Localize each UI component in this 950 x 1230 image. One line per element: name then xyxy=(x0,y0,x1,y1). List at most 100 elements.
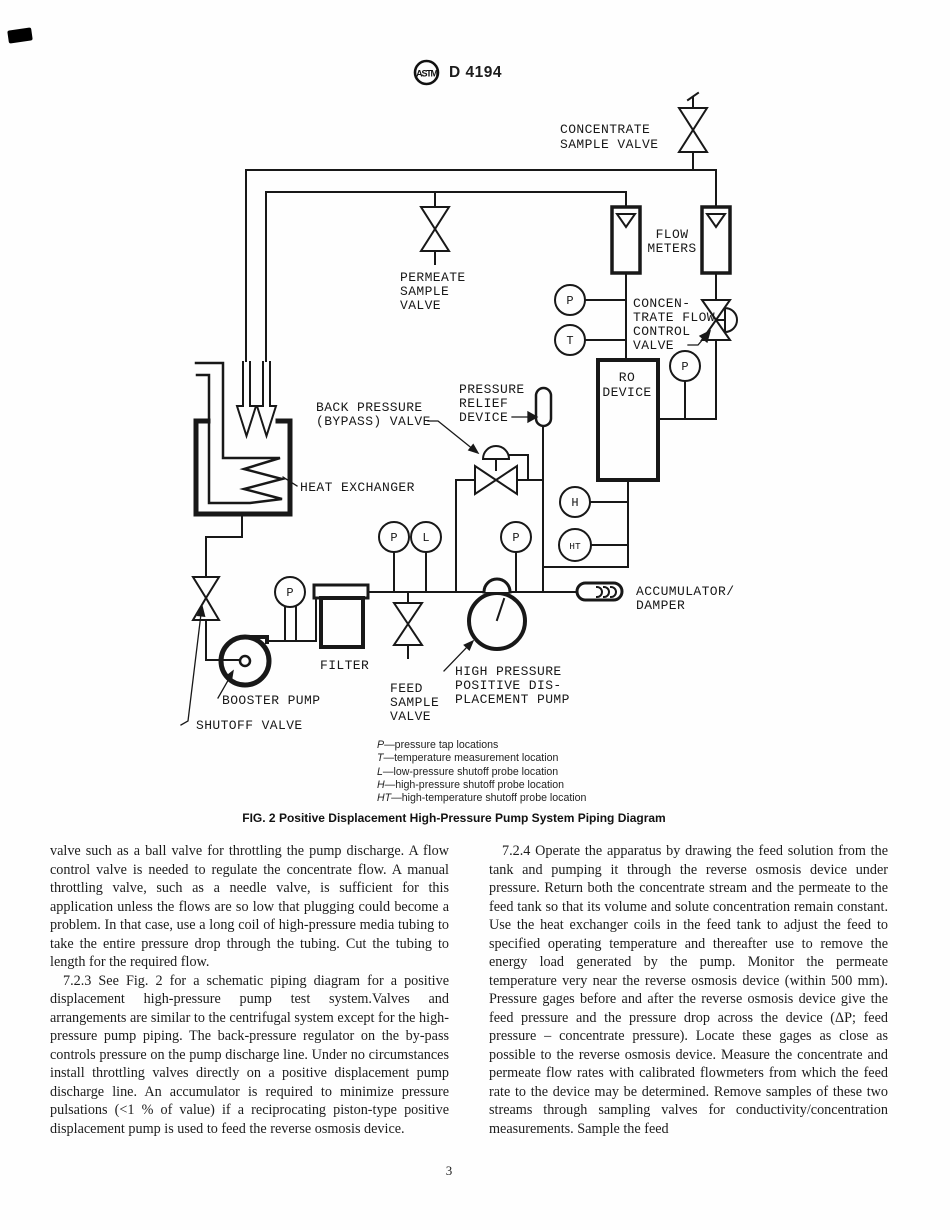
gauge-letter-l: L xyxy=(422,531,429,545)
back-pressure-valve-symbol xyxy=(455,445,544,593)
legend-symbol: HT xyxy=(377,792,392,805)
doc-number: D 4194 xyxy=(449,63,502,81)
legend-symbol: P xyxy=(377,739,385,751)
pressure-gauge xyxy=(378,521,410,553)
label-pressure-relief-device: RELIEF xyxy=(459,396,508,411)
pressure-gauge xyxy=(274,576,306,608)
feed-sample-valve-symbol xyxy=(392,591,424,659)
pressure-gauge xyxy=(669,350,701,382)
legend-symbol: L xyxy=(377,765,383,778)
label-ro-device: RO xyxy=(619,370,635,385)
paragraph-7-2-3: 7.2.3 See Fig. 2 for a schematic piping … xyxy=(50,972,449,1137)
label-back-pressure-valve: (BYPASS) VALVE xyxy=(316,414,431,429)
gauge-letter-p: P xyxy=(681,360,688,374)
gauge-letter-p: P xyxy=(286,586,293,600)
figure-caption: FIG. 2 Positive Displacement High-Pressu… xyxy=(242,811,666,825)
label-flow-meters: METERS xyxy=(647,241,696,256)
legend-desc: —high-temperature shutoff probe location xyxy=(391,792,587,805)
gauge-letter-t: T xyxy=(566,334,573,348)
paragraph: valve such as a ball valve for throttlin… xyxy=(50,843,449,970)
temperature-gauge xyxy=(554,324,586,356)
label-concentrate-sample-valve: CONCENTRATE xyxy=(560,122,650,137)
diagram-labels: CONCENTRATE SAMPLE VALVE FLOW METERS PER… xyxy=(196,122,734,733)
pressure-gauge xyxy=(554,284,586,316)
body-left-column: valve such as a ball valve for throttlin… xyxy=(50,842,449,1138)
label-concentrate-sample-valve: SAMPLE VALVE xyxy=(560,137,658,152)
label-permeate-sample-valve: VALVE xyxy=(400,298,441,313)
permeate-sample-valve-symbol xyxy=(419,191,451,265)
label-high-pressure-pump: PLACEMENT PUMP xyxy=(455,692,570,707)
high-temperature-probe xyxy=(558,528,592,562)
piping-diagram: CONCENTRATE SAMPLE VALVE FLOW METERS PER… xyxy=(180,91,738,733)
valve-actuator xyxy=(715,306,738,334)
page-header: ASTM D 4194 xyxy=(0,59,915,86)
label-back-pressure-valve: BACK PRESSURE xyxy=(316,400,423,415)
label-permeate-sample-valve: SAMPLE xyxy=(400,284,449,299)
filter-symbol xyxy=(267,583,370,649)
label-accumulator-damper: ACCUMULATOR/ xyxy=(636,584,734,599)
page-number: 3 xyxy=(445,1163,453,1178)
low-pressure-probe xyxy=(410,521,442,553)
heat-exchanger-coil xyxy=(194,361,287,505)
concentrate-line xyxy=(657,272,738,420)
astm-logo: ASTM xyxy=(413,59,440,86)
legend-line: HT—high-temperature shutoff probe locati… xyxy=(377,792,586,805)
label-heat-exchanger: HEAT EXCHANGER xyxy=(300,480,415,495)
label-high-pressure-pump: POSITIVE DIS- xyxy=(455,678,562,693)
legend-symbol: T xyxy=(377,752,384,765)
feed-line-to-ro xyxy=(542,479,629,568)
label-filter: FILTER xyxy=(320,658,369,673)
relief-device-capsule xyxy=(534,386,553,428)
pump-discharge-line xyxy=(367,521,624,602)
paragraph-7-2-4: 7.2.4 Operate the apparatus by drawing t… xyxy=(489,843,888,1137)
high-pressure-pump-symbol xyxy=(467,577,527,651)
label-permeate-sample-valve: PERMEATE xyxy=(400,270,466,285)
label-flow-meters: FLOW xyxy=(656,227,689,242)
label-pressure-relief-device: DEVICE xyxy=(459,410,508,425)
label-booster-pump: BOOSTER PUMP xyxy=(222,693,320,708)
diagram-legend: P—pressure tap locations T—temperature m… xyxy=(377,739,586,805)
flow-meter-permeate xyxy=(610,205,642,275)
label-feed-sample-valve: FEED xyxy=(390,681,423,696)
return-lines xyxy=(235,169,717,440)
body-right-column: 7.2.4 Operate the apparatus by drawing t… xyxy=(489,842,888,1138)
regulator-dome xyxy=(481,445,511,460)
gauge-letter-p: P xyxy=(390,531,397,545)
high-pressure-probe xyxy=(559,486,591,518)
label-feed-sample-valve: SAMPLE xyxy=(390,695,439,710)
legend-desc: —pressure tap locations xyxy=(384,739,499,751)
flow-meter-concentrate xyxy=(700,205,732,275)
gauge-letter-p: P xyxy=(566,294,573,308)
label-feed-sample-valve: VALVE xyxy=(390,709,431,724)
tank-inlet-arrow xyxy=(235,361,258,440)
label-leaders xyxy=(180,329,712,726)
astm-logo-text: ASTM xyxy=(416,69,437,79)
label-concentrate-flow-control-valve: CONTROL xyxy=(633,324,690,339)
legend-line: H—high-pressure shutoff probe location xyxy=(377,779,586,792)
legend-desc: —temperature measurement location xyxy=(383,752,559,765)
pump-dome xyxy=(482,577,512,594)
legend-line: T—temperature measurement location xyxy=(377,752,586,765)
pressure-relief-assembly xyxy=(534,386,553,593)
label-concentrate-flow-control-valve: TRATE FLOW xyxy=(633,310,715,325)
legend-symbol: H xyxy=(377,778,385,791)
label-shutoff-valve: SHUTOFF VALVE xyxy=(196,718,303,733)
legend-line: P—pressure tap locations xyxy=(377,739,586,752)
legend-desc: —low-pressure shutoff probe location xyxy=(382,765,559,778)
concentrate-sample-valve-symbol xyxy=(677,91,709,171)
label-concentrate-flow-control-valve: CONCEN- xyxy=(633,296,690,311)
legend-desc: —high-pressure shutoff probe location xyxy=(384,778,565,791)
gauge-letter-h: H xyxy=(571,496,578,510)
label-high-pressure-pump: HIGH PRESSURE xyxy=(455,664,562,679)
pressure-gauge xyxy=(500,521,532,553)
tank-inlet-arrow xyxy=(255,361,278,440)
label-ro-device: DEVICE xyxy=(602,385,651,400)
gauge-letter-p: P xyxy=(512,531,519,545)
permeate-line xyxy=(554,272,627,361)
label-concentrate-flow-control-valve: VALVE xyxy=(633,338,674,353)
label-accumulator-damper: DAMPER xyxy=(636,598,685,613)
gauge-letter-ht: HT xyxy=(569,541,581,552)
feed-tank xyxy=(193,361,293,517)
label-pressure-relief-device: PRESSURE xyxy=(459,382,525,397)
